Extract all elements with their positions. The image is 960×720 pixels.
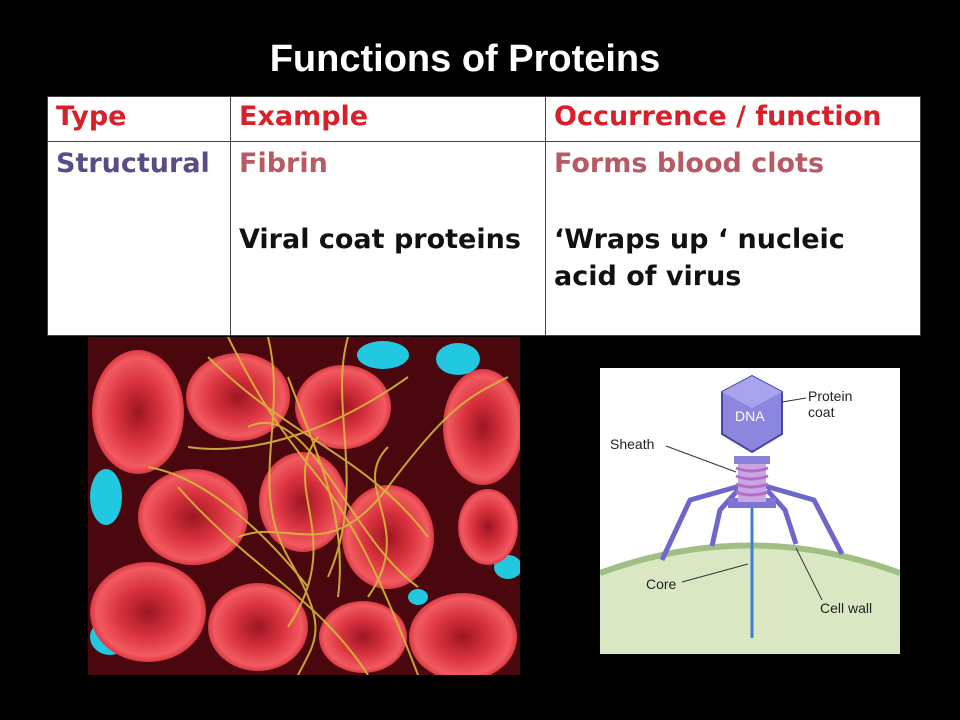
label-cell-wall: Cell wall	[820, 600, 873, 616]
example-fibrin: Fibrin	[239, 148, 328, 179]
fibrin-micrograph-image	[88, 337, 520, 675]
label-core: Core	[646, 576, 677, 592]
header-type: Type	[47, 96, 231, 142]
function-wraps-nucleic-acid: ‘Wraps up ‘ nucleic acid of virus	[554, 224, 845, 292]
cell-examples: Fibrin Viral coat proteins	[230, 141, 546, 336]
table-header-row: Type Example Occurrence / function	[47, 96, 921, 142]
cell-functions: Forms blood clots ‘Wraps up ‘ nucleic ac…	[545, 141, 921, 336]
label-sheath: Sheath	[610, 436, 655, 452]
label-protein-coat: Protein coat	[808, 388, 853, 420]
proteins-table: Type Example Occurrence / function Struc…	[47, 96, 921, 336]
table-row: Structural Fibrin Viral coat proteins Fo…	[47, 141, 921, 336]
header-occurrence: Occurrence / function	[545, 96, 921, 142]
header-example: Example	[230, 96, 546, 142]
bacteriophage-diagram: DNA Protein coat Sheath Core Cell wall	[600, 368, 900, 654]
example-viral-coat: Viral coat proteins	[239, 224, 521, 256]
label-dna: DNA	[735, 408, 765, 424]
cell-type: Structural	[47, 141, 231, 336]
slide-title: Functions of Proteins	[269, 38, 661, 80]
type-structural: Structural	[56, 148, 210, 179]
function-blood-clots: Forms blood clots	[554, 148, 825, 179]
